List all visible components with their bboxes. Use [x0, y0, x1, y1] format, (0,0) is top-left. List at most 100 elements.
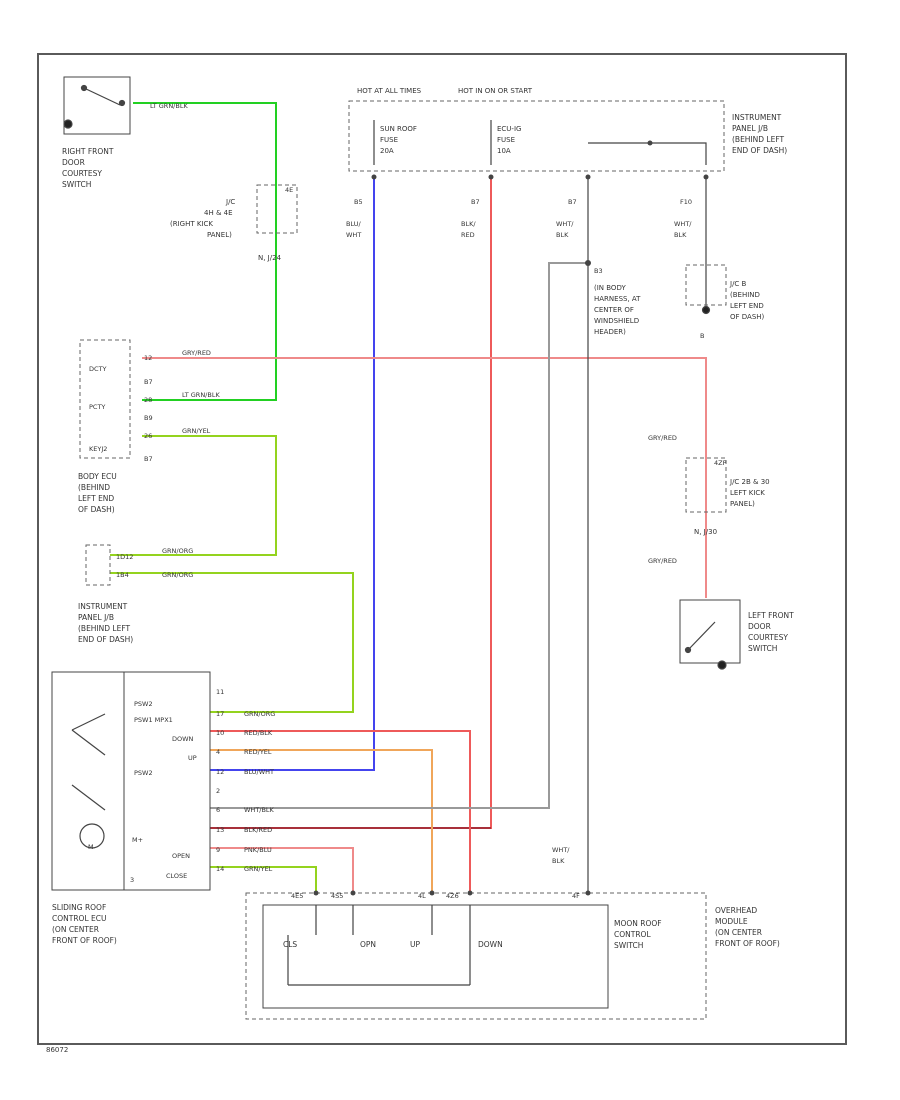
ip-jb-mid-wire-1: GRN/ORG: [162, 547, 193, 555]
ecu-num-11: 3: [130, 876, 134, 884]
moon-wire-2: BLK: [552, 857, 565, 865]
wc-blk-red-1: BLK/: [461, 220, 476, 228]
jc-b-title-3: LEFT END: [730, 302, 764, 310]
ecu-wire-6: BLK/RED: [244, 826, 272, 834]
sunroof-fuse-2: FUSE: [380, 136, 398, 144]
jc-b-outline: [685, 264, 727, 306]
wires: [110, 102, 707, 892]
jc-left-title-3: PANEL): [730, 500, 755, 508]
ecu-num-9: 9: [216, 846, 220, 854]
b3-title-4: WINDSHIELD: [594, 317, 639, 325]
left-door-title-2: DOOR: [748, 622, 771, 631]
moon-title-2: CONTROL: [614, 930, 651, 939]
ecu-title-4: FRONT OF ROOF): [52, 936, 117, 945]
wire-fuse-feeds: [373, 120, 492, 165]
ecu-pin-down: DOWN: [172, 735, 194, 743]
diagram-frame: [37, 53, 847, 1045]
wire-blu-wht: [210, 177, 375, 771]
solid-enclosures: [51, 76, 741, 1009]
ecu-wire-2: RED/BLK: [244, 729, 273, 737]
body-ecu-title-1: BODY ECU: [78, 472, 117, 481]
wire-ip-jb-bus: [588, 142, 707, 165]
hot-at-label: HOT AT ALL TIMES: [357, 87, 422, 95]
ip-jb-top-title-3: (BEHIND LEFT: [732, 135, 785, 144]
ip-jb-top-title-4: END OF DASH): [732, 146, 787, 155]
wire-grn-org-ecu: [110, 572, 354, 713]
body-ecu-pin-l3: 26: [144, 432, 152, 440]
body-ecu-outline: [79, 339, 131, 459]
wc-blu-wht-2: WHT: [346, 231, 361, 239]
jc-b-title-4: OF DASH): [730, 313, 765, 321]
ecu-ig-fuse-3: 10A: [497, 147, 511, 155]
b3-title-3: CENTER OF: [594, 306, 634, 314]
body-ecu-row-3: KEYJ2: [89, 445, 107, 453]
jc-left-title-2: LEFT KICK: [730, 489, 765, 497]
jc-left-note: N, J/30: [694, 528, 717, 536]
ecu-motor: [79, 823, 105, 849]
wire-grn-yel-body-ecu: [110, 435, 277, 556]
ecu-wire-8: GRN/YEL: [244, 865, 273, 873]
sunroof-fuse-3: 20A: [380, 147, 394, 155]
ecu-switch-1: [71, 713, 106, 731]
black-wires: [373, 120, 707, 892]
body-ecu-pin-l1: 12: [144, 354, 152, 362]
jc-right-title-4: PANEL): [207, 231, 232, 239]
wire-gry-red: [142, 357, 707, 598]
moon-label-up: UP: [410, 940, 420, 949]
sunroof-fuse-1: SUN ROOF: [380, 125, 417, 133]
body-ecu-row-2: PCTY: [89, 403, 105, 411]
moon-label-opn: OPN: [360, 940, 376, 949]
ip-jb-mid-wire-2: GRN/ORG: [162, 571, 193, 579]
ecu-num-2: 17: [216, 710, 224, 718]
jc-b-title-1: J/C B: [729, 280, 747, 288]
body-ecu-wire-2: LT GRN/BLK: [182, 391, 220, 399]
b3-title-1: (IN BODY: [594, 284, 626, 292]
jc-left-pin: 4ZP: [714, 459, 727, 467]
dashed-enclosures: [79, 100, 727, 1020]
body-ecu-wire-3: GRN/YEL: [182, 427, 211, 435]
ecu-int-5: M+: [132, 836, 143, 844]
wire-wht-blk-b3: [210, 262, 588, 809]
right-door-title-4: SWITCH: [62, 180, 91, 189]
wire-red-blk-down: [210, 730, 471, 892]
moon-title-3: SWITCH: [614, 941, 643, 950]
jc-right-kick-outline: [256, 184, 298, 234]
ecu-num-10: 14: [216, 865, 224, 873]
sliding-roof-ecu-box: [51, 671, 211, 891]
body-ecu-pin-l2: 28: [144, 396, 152, 404]
right-door-title-2: DOOR: [62, 158, 85, 167]
jc-right-pin: 4E: [285, 186, 293, 194]
jc-b-ground: [701, 305, 711, 315]
b3-title-2: HARNESS, AT: [594, 295, 641, 303]
ip-jb-mid-outline: [85, 544, 111, 586]
ecu-title-2: CONTROL ECU: [52, 914, 106, 923]
right-door-switch-contact: [83, 87, 121, 106]
left-door-switch-box: [679, 599, 741, 664]
moon-wire-1: WHT/: [552, 846, 570, 854]
ecu-pin-up: UP: [188, 754, 197, 762]
wire-grn-yel-close: [210, 866, 317, 892]
body-ecu-wire-1: GRY/RED: [182, 349, 211, 357]
right-door-ground: [63, 119, 73, 129]
body-ecu-pin-r2: B9: [144, 414, 153, 422]
figure-id: 86072: [46, 1046, 68, 1054]
ip-jb-pin-f10: F10: [680, 198, 692, 206]
body-ecu-title-2: (BEHIND: [78, 483, 110, 492]
ecu-num-5: 12: [216, 768, 224, 776]
left-door-title-4: SWITCH: [748, 644, 777, 653]
ecu-pin-open: OPEN: [172, 852, 190, 860]
overhead-module-outline: [245, 892, 707, 1020]
right-door-title-1: RIGHT FRONT: [62, 147, 114, 156]
wc-wht-blk-a2: BLK: [556, 231, 569, 239]
ecu-wire-7: PNK/BLU: [244, 846, 272, 854]
moon-label-cls: CLS: [283, 940, 297, 949]
right-door-wire: LT GRN/BLK: [150, 102, 188, 110]
ecu-title-1: SLIDING ROOF: [52, 903, 106, 912]
body-ecu-title-4: OF DASH): [78, 505, 115, 514]
moon-label-down: DOWN: [478, 940, 503, 949]
wire-lt-grn-blk: [133, 102, 277, 401]
fuse-pin-left: B5: [354, 198, 363, 206]
body-ecu-pin-r1: B7: [144, 378, 153, 386]
ecu-switch-2: [71, 784, 106, 811]
